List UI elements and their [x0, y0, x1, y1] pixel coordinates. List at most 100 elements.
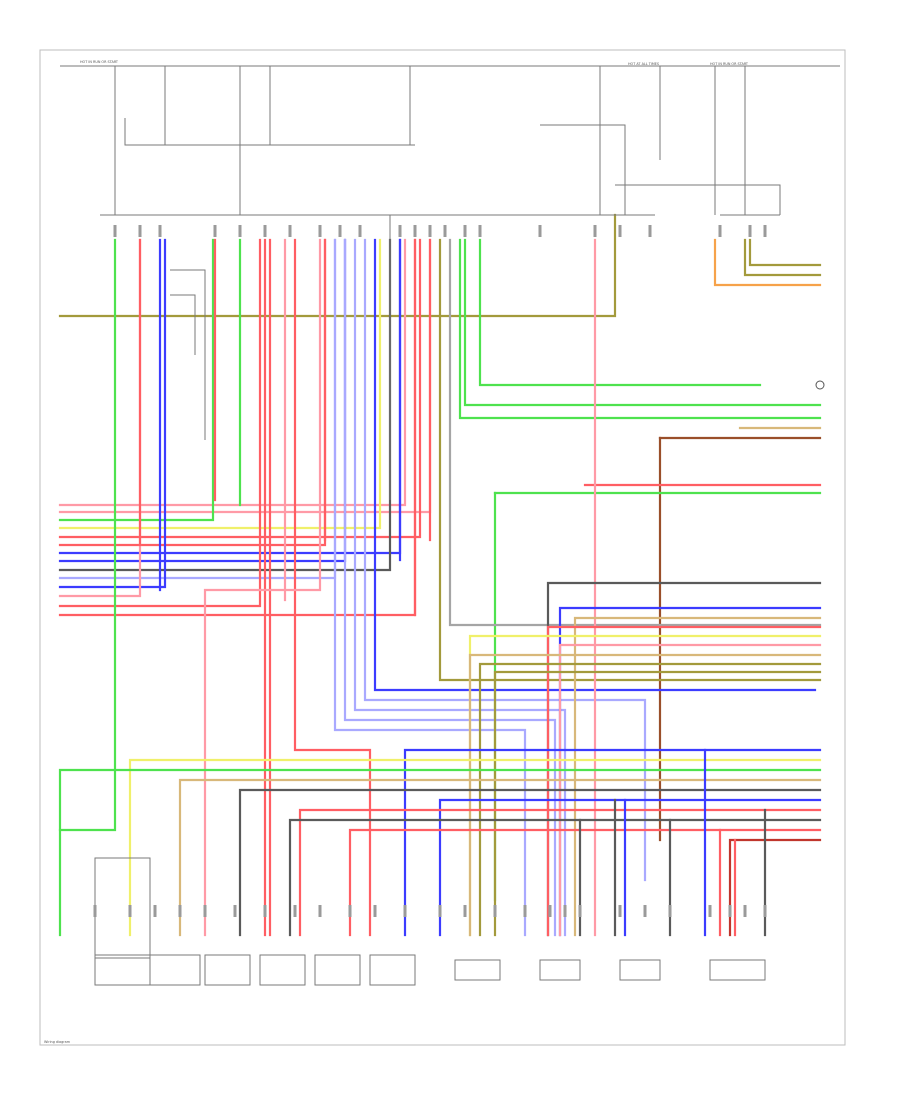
top-connector-0 — [113, 225, 117, 237]
wire-olive-right — [743, 238, 822, 277]
wire-bottom-row-5 — [438, 798, 822, 937]
wire-bottom-row-3 — [178, 778, 822, 937]
top-right-label-2: HOT IN RUN OR START — [710, 62, 749, 66]
top-connector-6 — [288, 225, 292, 237]
wire-mid-row-5 — [558, 643, 822, 937]
switch-line-1 — [170, 269, 206, 440]
bottom-connector-12 — [438, 905, 442, 917]
top-connector-17 — [593, 225, 597, 237]
bottom-connector-7 — [293, 905, 297, 917]
top-connector-7 — [318, 225, 322, 237]
wire-bottom-row-9 — [728, 838, 822, 937]
top-connector-5 — [263, 225, 267, 237]
bottom-connector-17 — [563, 905, 567, 917]
wire-tan-horizontal-top — [58, 213, 617, 318]
bottom-connector-4 — [203, 905, 207, 917]
ignition-coil-2 — [149, 954, 201, 986]
top-connector-1 — [138, 225, 142, 237]
bottom-connector-19 — [618, 905, 622, 917]
bottom-connector-3 — [178, 905, 182, 917]
diagram-frame — [39, 49, 846, 1046]
switch-line-2 — [170, 294, 196, 355]
wire-mid-row-6 — [468, 653, 822, 937]
top-connector-10 — [398, 225, 402, 237]
ignition-coil-3 — [204, 954, 251, 986]
top-connector-9 — [358, 225, 362, 237]
sensor-icon — [815, 380, 825, 390]
top-connector-19 — [648, 225, 652, 237]
bottom-connector-13 — [463, 905, 467, 917]
bottom-connector-16 — [548, 905, 552, 917]
top-connector-22 — [763, 225, 767, 237]
top-connector-13 — [443, 225, 447, 237]
wire-bottom-row-0 — [403, 748, 822, 937]
wire-lightblue-3 — [353, 238, 567, 937]
relay-box-line — [124, 118, 230, 146]
wire-green-left-long — [58, 238, 117, 832]
ignition-coil-5 — [314, 954, 361, 986]
relay-feed-line — [540, 124, 626, 215]
wire-blue-right-long — [373, 238, 817, 692]
top-connector-3 — [213, 225, 217, 237]
wire-mid-row-8 — [493, 670, 822, 937]
wire-mid-row-3 — [546, 625, 822, 937]
wire-left-row-10 — [58, 238, 167, 589]
bottom-connector-10 — [373, 905, 377, 917]
bottom-connector-0 — [93, 905, 97, 917]
bottom-connector-8 — [318, 905, 322, 917]
wire-olive-long — [438, 238, 822, 682]
wire-green-right-1 — [463, 238, 822, 407]
wire-lightblue-1 — [333, 238, 527, 937]
top-connector-4 — [238, 225, 242, 237]
wire-left-row-3 — [58, 238, 382, 530]
bottom-connector-21 — [668, 905, 672, 917]
wire-mid-row-2 — [573, 616, 822, 937]
top-connector-15 — [478, 225, 482, 237]
top-connector-8 — [338, 225, 342, 237]
top-connector-14 — [463, 225, 467, 237]
fuel-injector-4 — [709, 959, 766, 981]
wire-bottom-row-1 — [128, 758, 822, 937]
wire-left-row-13 — [58, 238, 417, 617]
bottom-connector-18 — [578, 905, 582, 917]
wire-left-row-4 — [58, 238, 422, 539]
ignition-coil-1 — [94, 954, 151, 986]
wire-left-row-0 — [58, 238, 407, 507]
bottom-connector-11 — [403, 905, 407, 917]
ignition-coil-4 — [259, 954, 306, 986]
wire-bottom-row-7 — [288, 818, 822, 937]
relay-return-line — [615, 184, 781, 215]
top-connector-16 — [538, 225, 542, 237]
top-connector-18 — [618, 225, 622, 237]
wire-left-row-2 — [58, 238, 215, 522]
top-right-label-1: HOT AT ALL TIMES — [628, 62, 659, 66]
bottom-connector-1 — [128, 905, 132, 917]
fuel-injector-2 — [539, 959, 581, 981]
bottom-connector-2 — [153, 905, 157, 917]
wire-left-row-11 — [58, 238, 142, 598]
wire-bottom-row-2 — [58, 768, 822, 937]
bottom-connector-9 — [348, 905, 352, 917]
top-connector-21 — [748, 225, 752, 237]
wire-bottom-row-6 — [298, 808, 822, 937]
wire-green-right-2 — [458, 238, 822, 420]
bottom-connector-22 — [708, 905, 712, 917]
coil-housing — [94, 857, 151, 959]
footer-code: Wiring diagram — [44, 1040, 71, 1044]
fuel-injector-1 — [454, 959, 501, 981]
wire-orange-1 — [713, 238, 822, 287]
wire-green-to-sensor — [478, 238, 762, 387]
fuel-injector-3 — [619, 959, 661, 981]
bottom-connector-20 — [643, 905, 647, 917]
wire-mid-row-1 — [558, 606, 822, 937]
bottom-connector-25 — [763, 905, 767, 917]
top-connector-11 — [413, 225, 417, 237]
top-connector-20 — [718, 225, 722, 237]
wire-pink-loop — [203, 238, 322, 937]
wire-grey-long — [448, 238, 822, 627]
wires — [58, 213, 822, 937]
wire-olive-right-2 — [748, 238, 822, 267]
wire-red-down-3 — [293, 238, 372, 937]
top-connector-2 — [158, 225, 162, 237]
